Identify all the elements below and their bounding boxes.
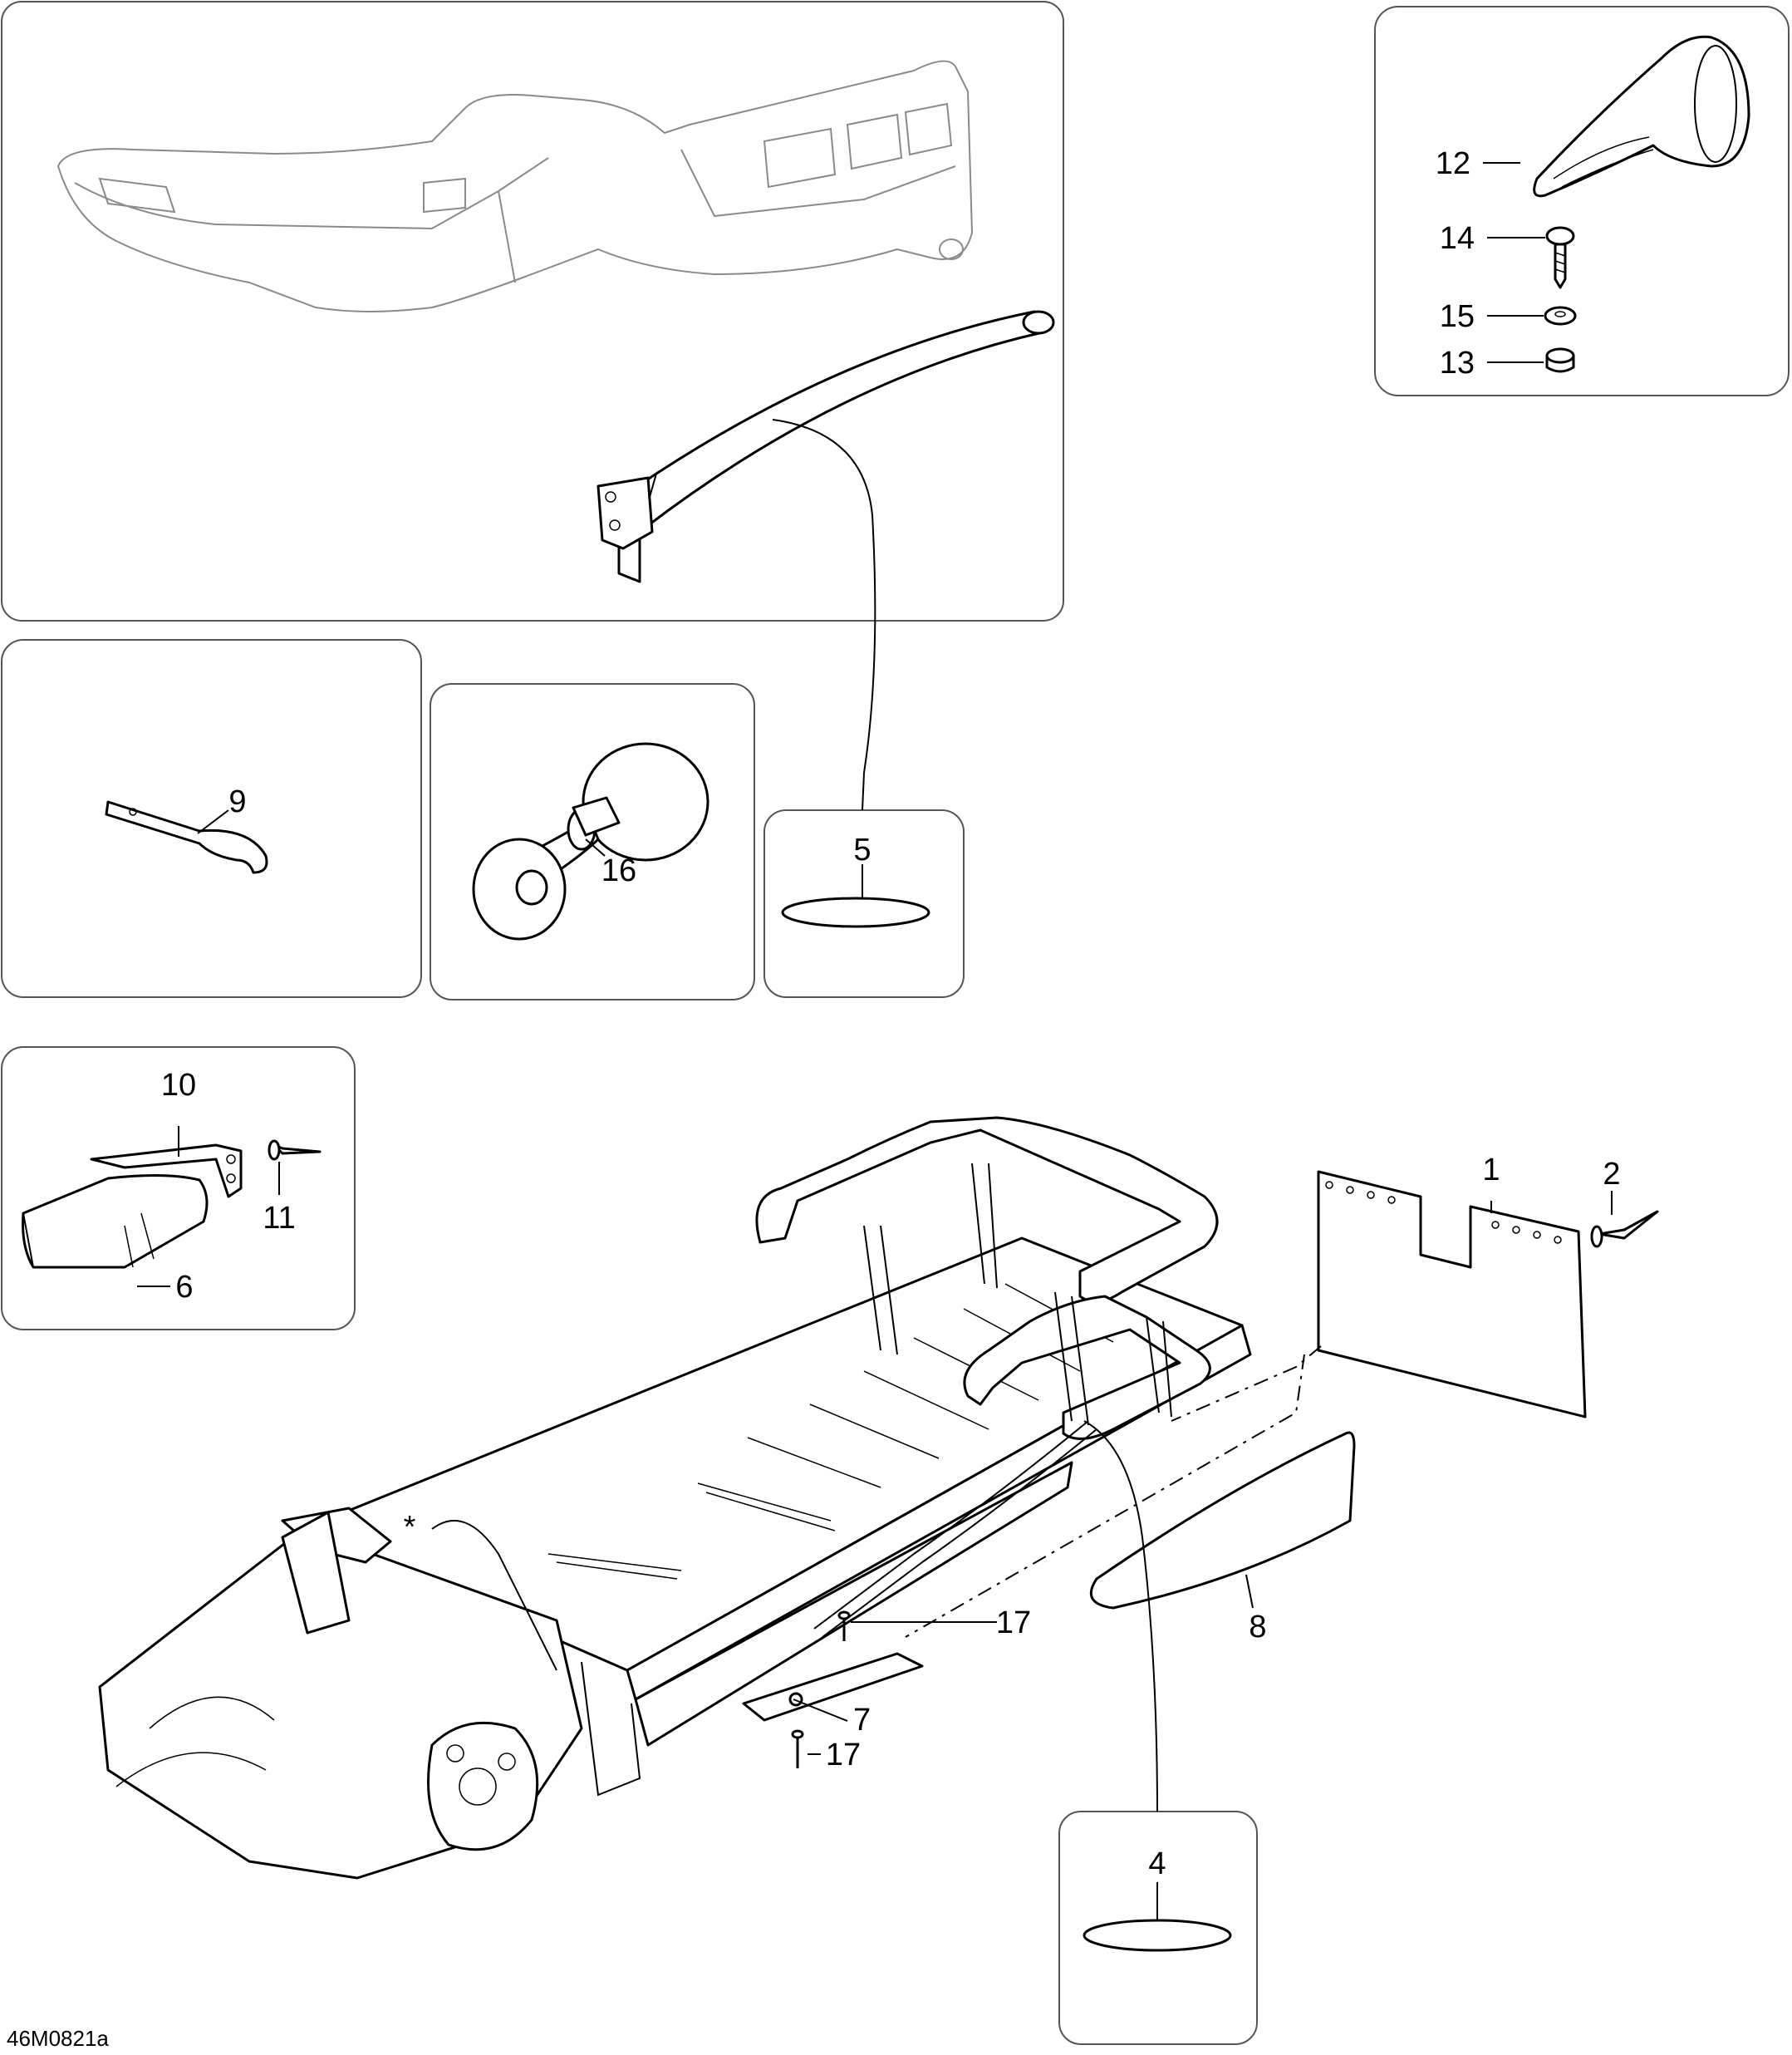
side-deflector	[1089, 1431, 1356, 1610]
asterisk-marker: *	[404, 1510, 416, 1545]
bumper-ghost	[56, 60, 974, 312]
handle-grip	[1533, 35, 1750, 198]
callout-9: 9	[228, 784, 246, 819]
callout-16: 16	[601, 853, 636, 888]
oring-5-panel	[763, 809, 965, 998]
drawing-code: 46M0821a	[7, 2026, 109, 2051]
o-ring	[781, 897, 930, 928]
o-ring	[1083, 1919, 1232, 1952]
nut	[1545, 347, 1575, 373]
mud-flap	[1317, 1170, 1587, 1418]
callout-17-lower: 17	[826, 1738, 861, 1772]
leader-lines	[772, 419, 1613, 1812]
callout-12: 12	[1436, 146, 1470, 181]
rear-rack	[755, 1116, 1219, 1440]
washer	[1544, 306, 1577, 326]
wrench-panel	[1, 639, 422, 998]
flap-rivet	[1590, 1210, 1659, 1248]
callout-10: 10	[161, 1068, 196, 1103]
callout-14: 14	[1440, 221, 1475, 256]
callout-11: 11	[263, 1201, 295, 1236]
callouts: 1 2 4 5 6 7 8 9 10 11 12 13 14 15 16 17 …	[161, 146, 1621, 1881]
callout-7: 7	[853, 1703, 871, 1738]
horn-panel	[430, 683, 755, 1000]
bumper-panel	[1, 1, 1064, 622]
callout-6: 6	[175, 1270, 193, 1305]
front-frame	[98, 1507, 641, 1880]
callout-1: 1	[1482, 1153, 1500, 1187]
horn	[472, 742, 709, 941]
callout-4: 4	[1148, 1846, 1166, 1881]
callout-5: 5	[853, 833, 871, 868]
callout-8: 8	[1249, 1610, 1266, 1644]
cushion-panel	[1, 1046, 356, 1330]
callout-13: 13	[1440, 346, 1475, 381]
plate-rivet	[791, 1610, 851, 1768]
callout-17-upper: 17	[996, 1605, 1031, 1640]
grip-panel	[1374, 6, 1790, 396]
callout-15: 15	[1440, 299, 1475, 334]
callout-2: 2	[1603, 1157, 1620, 1192]
spanner-wrench	[105, 800, 268, 874]
chassis-frame	[98, 1116, 1252, 1880]
rivet	[268, 1139, 322, 1161]
bracket	[90, 1143, 243, 1198]
screw	[1545, 226, 1575, 289]
grab-handle	[597, 310, 1055, 583]
cushion	[22, 1173, 209, 1269]
